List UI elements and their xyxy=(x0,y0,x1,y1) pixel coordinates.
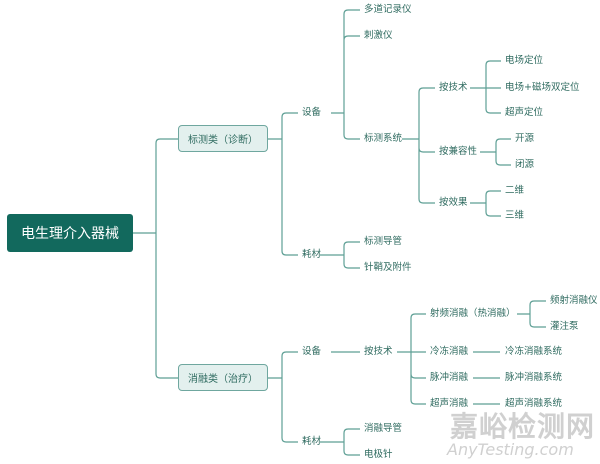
node-diag-equipment[interactable]: 设备 xyxy=(302,107,322,118)
node-ther-by-tech[interactable]: 按技术 xyxy=(364,346,393,357)
connector-by-compat xyxy=(480,138,511,166)
watermark-cn: 嘉峪检测网 xyxy=(450,410,596,443)
node-pulsed-system[interactable]: 脉冲消融系统 xyxy=(505,372,563,383)
node-rf-ablator[interactable]: 频射消融仪 xyxy=(550,295,598,306)
node-ther-equipment[interactable]: 设备 xyxy=(302,346,322,357)
connector-mapping-system xyxy=(402,87,435,204)
node-diag-consumables[interactable]: 耗材 xyxy=(302,249,322,260)
node-ultrasound-system[interactable]: 超声消融系统 xyxy=(505,398,563,409)
connector-by-tech xyxy=(470,60,501,114)
root-node[interactable]: 电生理介入器械 xyxy=(7,214,133,252)
connector-therapy xyxy=(268,351,298,443)
node-ultrasound-ablation[interactable]: 超声消融 xyxy=(430,398,469,409)
connector-ther-by-tech xyxy=(397,313,426,405)
node-diagnosis[interactable]: 标测类（诊断） xyxy=(178,125,268,152)
node-closed-source[interactable]: 闭源 xyxy=(515,159,535,170)
node-therapy[interactable]: 消融类（治疗） xyxy=(178,364,268,391)
node-mapping-catheter[interactable]: 标测导管 xyxy=(364,236,403,247)
node-by-effect[interactable]: 按效果 xyxy=(439,197,468,208)
node-cryo-system[interactable]: 冷冻消融系统 xyxy=(505,346,563,357)
node-by-compat[interactable]: 按兼容性 xyxy=(439,146,478,157)
node-multichannel-recorder[interactable]: 多道记录仪 xyxy=(364,4,412,15)
connector-diagnosis xyxy=(268,112,298,256)
node-cryo-ablation[interactable]: 冷冻消融 xyxy=(430,346,469,357)
node-ther-consumables[interactable]: 耗材 xyxy=(302,436,322,447)
connector-ther-consumables xyxy=(320,428,360,456)
node-electrode-needle[interactable]: 电极针 xyxy=(364,449,393,460)
node-ablation-catheter[interactable]: 消融导管 xyxy=(364,423,403,434)
node-ultrasound-locating[interactable]: 超声定位 xyxy=(505,107,544,118)
watermark-en: AnyTesting.com xyxy=(447,440,574,459)
node-electric-field[interactable]: 电场定位 xyxy=(505,55,544,66)
node-pulsed-ablation[interactable]: 脉冲消融 xyxy=(430,372,469,383)
node-sheath-accessories[interactable]: 针鞘及附件 xyxy=(364,262,412,273)
connector-root xyxy=(133,138,178,379)
connector-by-effect xyxy=(470,190,501,217)
connector-diag-equipment xyxy=(331,9,360,140)
node-electric-magnetic[interactable]: 电场+磁场双定位 xyxy=(505,82,580,93)
node-open-source[interactable]: 开源 xyxy=(515,133,535,144)
node-2d[interactable]: 二维 xyxy=(505,185,525,196)
node-irrigation-pump[interactable]: 灌注泵 xyxy=(550,321,579,332)
connector-diag-consumables xyxy=(320,241,360,269)
node-stimulator[interactable]: 刺激仪 xyxy=(364,30,393,41)
connector-rf xyxy=(517,300,546,328)
node-rf-ablation[interactable]: 射频消融（热消融） xyxy=(430,308,516,319)
node-mapping-system[interactable]: 标测系统 xyxy=(364,133,403,144)
node-3d[interactable]: 三维 xyxy=(505,210,525,221)
node-by-tech[interactable]: 按技术 xyxy=(439,82,468,93)
